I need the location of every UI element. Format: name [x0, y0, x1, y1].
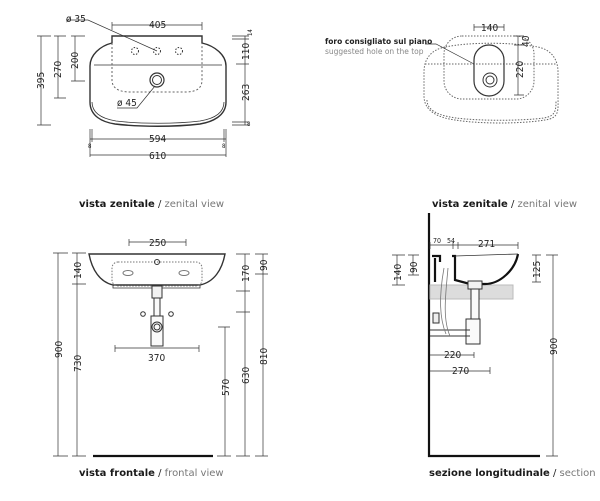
dim-front-900: 900: [54, 341, 65, 358]
dim-side-8-left: 8: [88, 143, 92, 150]
dim-section-271: 271: [478, 239, 495, 250]
caption-separator: /: [507, 199, 518, 210]
dim-right-263: 263: [241, 84, 252, 101]
wall-line: [427, 213, 540, 458]
caption-top-view: vista zenitale / zenital view: [79, 199, 224, 210]
caption-separator: /: [154, 468, 165, 479]
dim-section-900: 900: [549, 338, 560, 355]
siphon: [470, 288, 480, 320]
suggested-hole: [473, 44, 505, 97]
caption-front-view-en: frontal view: [164, 468, 224, 479]
dim-side-8-right: 8: [222, 143, 226, 150]
top-view-drawing: [37, 19, 249, 157]
caption-hole-view-en: zenital view: [517, 199, 578, 210]
caption-section-it: sezione longitudinale: [429, 468, 550, 479]
dim-depth-270: 270: [53, 61, 64, 78]
caption-top-view-it: vista zenitale: [79, 199, 155, 210]
basin-front: [88, 253, 226, 286]
dim-hole-offset-40: 40: [521, 35, 532, 47]
basin-outline-dashed: [423, 42, 559, 124]
basin-section: [432, 253, 520, 286]
dim-hole-width-140: 140: [481, 23, 498, 34]
tap-hole-right: [175, 47, 183, 55]
dim-front-630: 630: [241, 367, 252, 384]
dim-right-14: 14: [247, 29, 254, 36]
caption-front-view: vista frontale / frontal view: [79, 468, 224, 479]
dim-section-140: 140: [393, 264, 404, 281]
dim-section-70: 70: [433, 237, 441, 245]
top-view-dimensions: ø 35 405 ø 45 395 270 200 14 110 263 8 5…: [36, 14, 254, 162]
dim-right-110: 110: [241, 43, 252, 60]
dim-hole-length-220: 220: [515, 61, 526, 78]
dim-front-250: 250: [149, 238, 166, 249]
dim-section-125: 125: [532, 261, 543, 278]
dim-hole-45: ø 45: [117, 98, 137, 109]
caption-hole-view-it: vista zenitale: [432, 199, 508, 210]
caption-section-en: section: [559, 468, 596, 479]
dim-front-570: 570: [221, 379, 232, 396]
caption-front-view-it: vista frontale: [79, 468, 155, 479]
dim-section-270: 270: [452, 366, 469, 377]
tap-hole-left: [131, 47, 139, 55]
front-view-dimensions: 250 140 900 730 370 570 170 630 90 810: [54, 238, 270, 396]
dim-front-810: 810: [259, 348, 270, 365]
dim-section-54: 54: [447, 237, 455, 245]
tap-hole-center: [153, 47, 161, 55]
dim-front-370: 370: [148, 353, 165, 364]
hole-view-dimensions: 140 40 220: [481, 23, 532, 78]
suggested-hole-note: foro consigliato sul piano suggested hol…: [325, 37, 432, 57]
dim-taps-405: 405: [149, 20, 166, 31]
hole-view-drawing: [423, 24, 559, 124]
dim-width-610: 610: [149, 151, 166, 162]
dim-front-730: 730: [73, 355, 84, 372]
dim-front-90: 90: [259, 259, 270, 271]
dim-front-170: 170: [241, 265, 252, 282]
basin-outline-top: [89, 35, 227, 127]
caption-separator: /: [154, 199, 165, 210]
caption-top-view-en: zenital view: [164, 199, 225, 210]
front-view-drawing: [53, 239, 268, 458]
caption-section: sezione longitudinale / section: [429, 468, 596, 479]
dim-depth-395: 395: [36, 72, 47, 89]
dim-hole-35: ø 35: [66, 14, 86, 25]
dim-section-90: 90: [409, 261, 420, 273]
drain-hole: [149, 72, 165, 88]
dim-right-8: 8: [247, 121, 251, 128]
caption-hole-view: vista zenitale / zenital view: [432, 199, 577, 210]
note-italian: foro consigliato sul piano: [325, 37, 433, 46]
section-dimensions: 70 54 271 140 90 125 220 270 900: [393, 237, 560, 377]
waste-pipe: [151, 285, 163, 299]
section-drawing: [392, 213, 558, 458]
dim-section-220: 220: [444, 350, 461, 361]
note-english: suggested hole on the top: [325, 47, 424, 56]
caption-separator: /: [549, 468, 560, 479]
basin-inner-dashed: [111, 43, 203, 93]
dim-width-594: 594: [149, 134, 166, 145]
dim-depth-200: 200: [70, 52, 81, 69]
dim-front-140: 140: [73, 262, 84, 279]
